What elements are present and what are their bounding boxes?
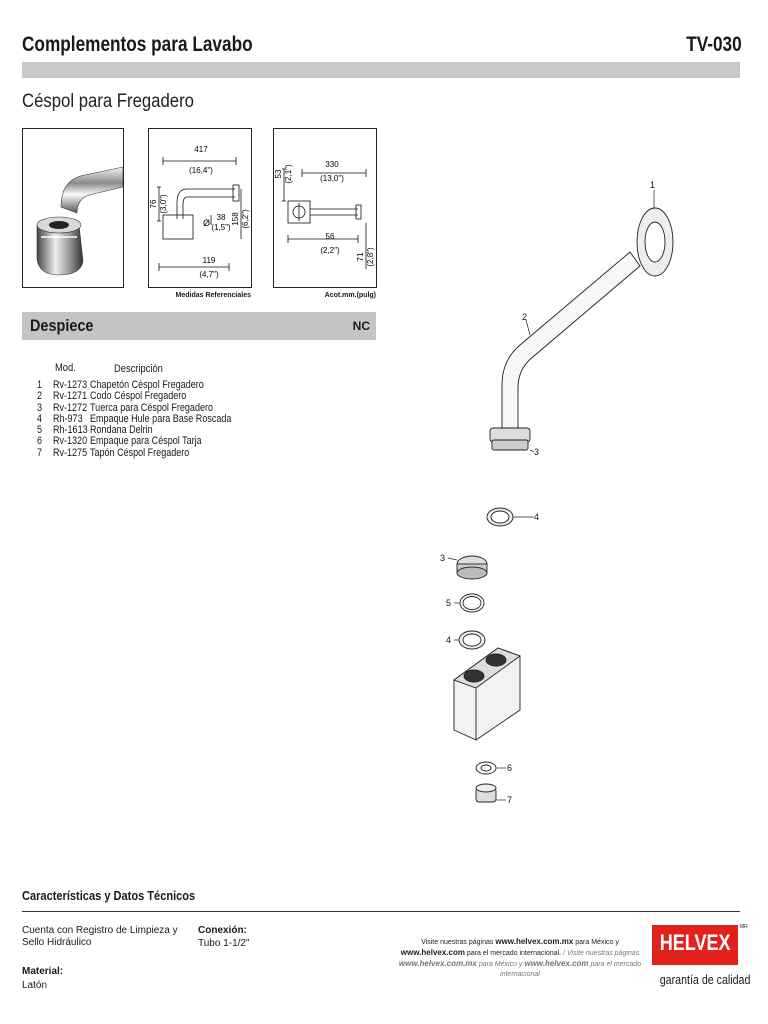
exploded-diagram: 1 2 3 4 3 5 4 6 7 xyxy=(440,180,674,805)
dim-height-mm: 76 xyxy=(149,199,158,208)
header-divider-bar xyxy=(22,62,740,78)
visit-prefix-alt: Visite nuestras páginas xyxy=(566,950,640,957)
dim-drop-mm: 158 xyxy=(231,212,240,226)
part-number: 1 xyxy=(37,379,43,391)
dim2-height-mm: 53 xyxy=(274,169,283,178)
conexion-value: Tubo 1-1/2" xyxy=(198,938,250,949)
part-description: Codo Céspol Fregadero xyxy=(90,390,187,403)
dim-diameter-mm: 38 xyxy=(217,213,226,222)
material-label: Material: xyxy=(22,966,64,977)
dim2-base-mm: 56 xyxy=(326,232,335,241)
despiece-header-bar xyxy=(22,312,376,340)
specs-title: Características y Datos Técnicos xyxy=(22,888,196,903)
part-model: Rv-1273 xyxy=(53,379,88,391)
part-number: 7 xyxy=(37,446,43,459)
finish-code: NC xyxy=(352,319,370,333)
specs-divider xyxy=(22,911,740,912)
despiece-title: Despiece xyxy=(30,316,94,335)
side-view-drawing: 417 (16,4") 76 (3,0") Ø 38 (1,5") 158 (6… xyxy=(149,145,250,279)
callout-2: 2 xyxy=(522,312,527,322)
dim2-base-in: (2,2") xyxy=(320,246,340,255)
helvex-logo xyxy=(652,925,738,965)
registered-mark: MR xyxy=(740,924,748,930)
part-number: 6 xyxy=(37,435,43,448)
brand-tagline: garantía de calidad xyxy=(659,972,751,987)
part-row: 4 Rh-973 Empaque Hule para Base Roscada xyxy=(37,412,337,425)
dim-width-mm: 417 xyxy=(194,145,208,154)
product-subtitle: Céspol para Fregadero xyxy=(22,91,194,112)
callout-4a: 4 xyxy=(534,512,539,522)
part-description: Tapón Céspol Fregadero xyxy=(90,446,190,459)
part-model: Rv-1271 xyxy=(53,390,88,403)
website-notice: Visite nuestras páginas www.helvex.com.m… xyxy=(398,937,642,978)
dim2-width-mm: 330 xyxy=(325,160,339,169)
part-number: 2 xyxy=(37,390,43,403)
part-description: Rondana Delrin xyxy=(90,424,153,437)
conexion-label: Conexión: xyxy=(198,925,247,936)
feature-description: Cuenta con Registro de Limpieza y Sello … xyxy=(22,925,178,948)
dimension-drawing-side: 417 (16,4") 76 (3,0") Ø 38 (1,5") 158 (6… xyxy=(148,128,252,288)
units-caption: Acot.mm.(pulg) xyxy=(324,292,376,299)
part-description: Empaque para Céspol Tarja xyxy=(90,435,202,448)
url-mx-link-alt[interactable]: www.helvex.com.mx xyxy=(398,959,477,968)
dim-width-in: (16,4") xyxy=(189,166,213,175)
dim-height-in: (3,0") xyxy=(159,194,168,214)
dim-diameter-in: (1,5") xyxy=(211,223,231,232)
callout-3b: 3 xyxy=(440,553,445,563)
callout-6: 6 xyxy=(507,763,512,773)
para-intl: para el mercado internacional. xyxy=(466,950,562,957)
part-description: Tuerca para Céspol Fregadero xyxy=(90,401,214,414)
part-description: Chapetón Céspol Fregadero xyxy=(90,379,204,391)
reference-caption: Medidas Referenciales xyxy=(175,292,251,299)
product-code: TV-030 xyxy=(686,33,742,56)
para-mexico-alt: para México y xyxy=(478,961,523,968)
part-model: Rh-973 xyxy=(53,412,83,425)
document-title: Complementos para Lavabo xyxy=(22,33,253,56)
part-description: Empaque Hule para Base Roscada xyxy=(90,412,232,425)
parts-column-mod: Mod. xyxy=(55,362,76,374)
parts-column-description: Descripción xyxy=(114,363,163,375)
part-number: 3 xyxy=(37,401,43,414)
dimension-drawing-top: 330 (13,0") 53 (2,1") 56 (2,2") 71 (2,8"… xyxy=(273,128,377,288)
part-model: Rv-1275 xyxy=(53,446,88,459)
trap-photo-illustration xyxy=(36,166,124,276)
callout-1: 1 xyxy=(650,180,655,190)
part-model: Rh-1613 xyxy=(53,424,88,437)
callout-3a: 3 xyxy=(534,447,539,457)
product-photo xyxy=(22,128,124,288)
material-value: Latón xyxy=(22,980,48,991)
part-number: 4 xyxy=(37,412,43,425)
logo-brand-text: HELVEX xyxy=(659,930,731,955)
dim-base-in: (4,7") xyxy=(199,270,219,279)
exploded-view: 1 2 3 4 3 5 4 6 7 xyxy=(440,170,740,820)
dim2-side-mm: 71 xyxy=(356,252,365,261)
callout-7: 7 xyxy=(507,795,512,805)
url-com-link-alt[interactable]: www.helvex.com xyxy=(524,959,589,968)
top-view-drawing: 330 (13,0") 53 (2,1") 56 (2,2") 71 (2,8"… xyxy=(274,160,375,269)
diameter-symbol: Ø xyxy=(203,218,210,228)
para-mexico: para México y xyxy=(575,939,619,946)
callout-4b: 4 xyxy=(446,635,451,645)
para-intl-alt: para el mercado internacional xyxy=(500,961,642,978)
callout-5: 5 xyxy=(446,598,451,608)
dim-drop-in: (6,2") xyxy=(241,209,250,229)
dim2-height-in: (2,1") xyxy=(284,164,293,184)
url-com-link[interactable]: www.helvex.com xyxy=(400,948,465,957)
part-number: 5 xyxy=(37,424,43,437)
visit-prefix: Visite nuestras páginas xyxy=(421,939,494,946)
part-model: Rv-1320 xyxy=(53,435,88,448)
dim2-side-in: (2,8") xyxy=(366,247,375,267)
dim2-width-in: (13,0") xyxy=(320,174,344,183)
dim-base-mm: 119 xyxy=(203,256,216,265)
part-model: Rv-1272 xyxy=(53,401,88,414)
url-mx-link[interactable]: www.helvex.com.mx xyxy=(495,937,574,946)
